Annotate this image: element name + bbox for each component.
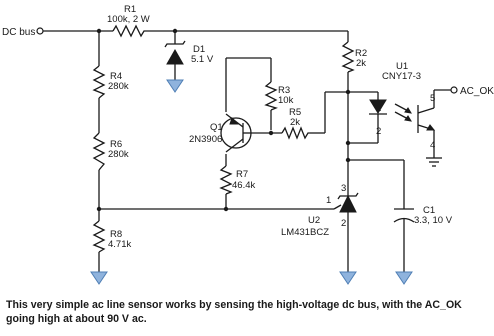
- c1-value: 3.3, 10 V: [414, 215, 453, 226]
- resistor-r4: [92, 65, 106, 99]
- circuit-schematic: DC bus R1 100k, 2 W D1 5.1 V R2 2k U1 CN…: [2, 4, 494, 285]
- q1-ref: Q1: [210, 122, 223, 133]
- u2-value: LM431BCZ: [281, 227, 329, 238]
- transistor-q1: [220, 113, 252, 153]
- r3-ref: R3: [278, 85, 290, 96]
- resistor-r8: [92, 220, 106, 253]
- ground-icon: [395, 271, 413, 285]
- u2-pin-2: 2: [341, 218, 346, 229]
- resistor-r6: [92, 132, 106, 171]
- zener-diode-d1: [164, 40, 186, 65]
- r6-ref: R6: [110, 139, 122, 150]
- r1-value: 100k, 2 W: [107, 14, 150, 25]
- resistor-r7: [219, 165, 233, 195]
- resistor-r2: [341, 41, 355, 73]
- ground-icon: [426, 157, 442, 167]
- r5-value: 2k: [290, 117, 300, 128]
- r8-ref: R8: [110, 229, 122, 240]
- d1-value: 5.1 V: [191, 54, 214, 65]
- ac-ok-terminal: [450, 86, 458, 94]
- r5-ref: R5: [289, 107, 301, 118]
- u1-value: CNY17-3: [382, 71, 421, 82]
- r8-value: 4.71k: [108, 239, 131, 250]
- resistor-r5: [281, 126, 310, 140]
- u1-ref: U1: [396, 61, 408, 72]
- u1-pin-2: 2: [376, 126, 381, 137]
- optocoupler-u1: [369, 99, 436, 133]
- figure-caption: This very simple ac line sensor works by…: [6, 299, 462, 325]
- r1-ref: R1: [124, 4, 136, 15]
- r7-value: 46.4k: [232, 180, 255, 191]
- r7-ref: R7: [236, 169, 248, 180]
- dc-bus-terminal: [36, 27, 44, 35]
- d1-ref: D1: [193, 44, 205, 55]
- r2-value: 2k: [356, 58, 366, 69]
- resistor-r3: [264, 81, 278, 111]
- u2-pin-1: 1: [326, 195, 331, 206]
- r6-value: 280k: [108, 149, 129, 160]
- u1-pin-1: 1: [376, 103, 381, 114]
- c1-ref: C1: [423, 205, 435, 216]
- q1-value: 2N3906: [189, 134, 222, 145]
- u1-pin-4: 4: [430, 140, 435, 151]
- shunt-regulator-u2: [333, 192, 359, 213]
- r4-value: 280k: [108, 81, 129, 92]
- junction-dots: [96, 28, 351, 212]
- wires: [43, 30, 451, 272]
- ground-icon: [90, 271, 108, 285]
- resistor-r1: [112, 24, 147, 38]
- ground-icon: [166, 79, 184, 93]
- r4-ref: R4: [110, 71, 122, 82]
- u2-ref: U2: [308, 215, 320, 226]
- capacitor-c1: [393, 208, 415, 223]
- u1-pin-5: 5: [430, 93, 435, 104]
- u2-pin-3: 3: [341, 183, 346, 194]
- ground-icon: [339, 271, 357, 285]
- ac-ok-label: AC_OK: [460, 86, 494, 97]
- r2-ref: R2: [355, 48, 367, 59]
- r3-value: 10k: [278, 95, 294, 106]
- dc-bus-label: DC bus: [2, 27, 35, 38]
